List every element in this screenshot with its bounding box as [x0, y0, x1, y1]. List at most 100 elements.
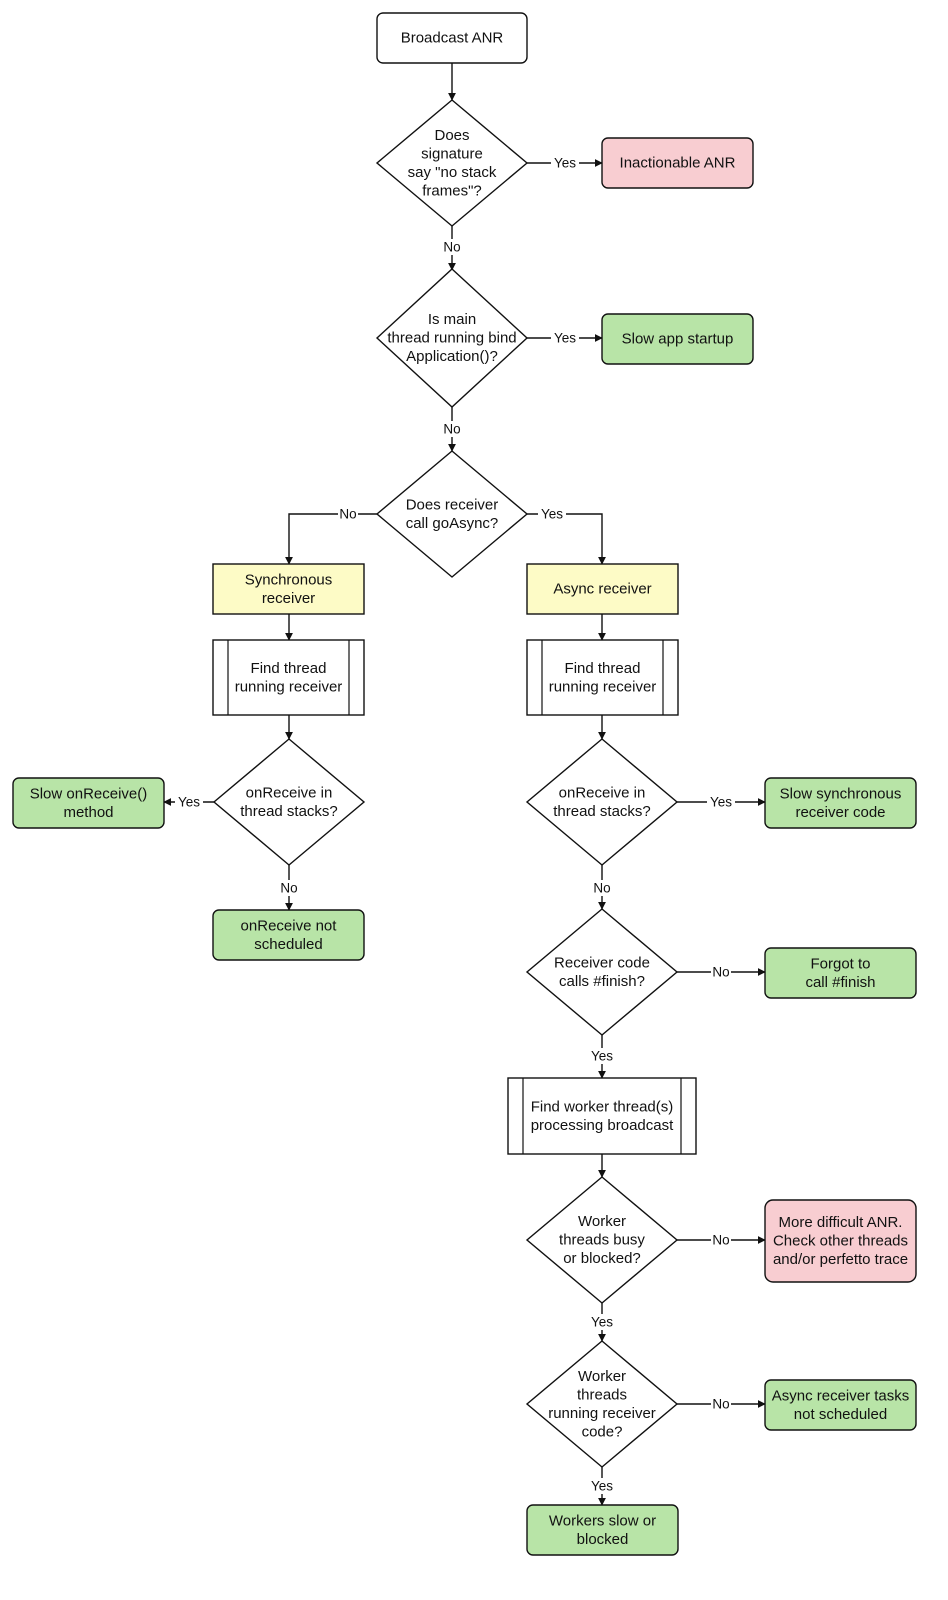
edge-label-bg — [442, 421, 462, 437]
edge-qasync-no: No — [592, 865, 612, 910]
edge-label-bg — [279, 880, 299, 896]
edge-label: Yes — [591, 1315, 613, 1330]
node-text-line: Find worker thread(s) — [531, 1098, 674, 1115]
node-text-line: receiver — [262, 590, 315, 607]
node-text-line: frames"? — [422, 182, 482, 199]
node-text-line: Worker — [578, 1213, 626, 1230]
node-text-line: or blocked? — [563, 1250, 641, 1267]
edge-label: Yes — [541, 507, 563, 522]
node-text-line: Forgot to — [810, 955, 870, 972]
edge-q3-no: No — [285, 506, 377, 565]
edge-finish-yes: Yes — [588, 1035, 616, 1079]
edge-label: Yes — [591, 1049, 613, 1064]
decision-diamond — [525, 1176, 679, 1304]
edge-label-bg — [442, 239, 462, 255]
node-box — [764, 1199, 917, 1283]
node-text-line: Async receiver — [553, 581, 651, 598]
decision-diamond — [375, 450, 529, 578]
node-text-line: thread stacks? — [553, 803, 651, 820]
node-find-worker: Find worker thread(s) processing broadcas… — [507, 1077, 697, 1155]
node-sync-receiver: Synchronous receiver — [212, 563, 365, 615]
edge-label: No — [339, 507, 356, 522]
node-text-line: Find thread — [251, 660, 327, 677]
edge-qasync-yes: Yes — [677, 794, 766, 810]
edge-label-bg — [588, 1314, 616, 1330]
edge-label: No — [280, 881, 297, 896]
edge-label-bg — [538, 506, 566, 522]
edge-busy-yes: Yes — [588, 1303, 616, 1342]
node-text-line: Does — [434, 127, 469, 144]
edge-label: No — [593, 881, 610, 896]
node-box — [212, 563, 365, 615]
edge-label: No — [443, 422, 460, 437]
edge-label-bg — [588, 1478, 616, 1494]
node-r-inactionable: Inactionable ANR — [601, 137, 754, 189]
node-text-line: Check other threads — [773, 1233, 908, 1250]
node-text-line: Slow app startup — [622, 331, 734, 348]
edge-line — [285, 513, 377, 565]
edge-label-bg — [551, 330, 579, 346]
node-text-line: say "no stack — [408, 164, 497, 181]
node-text-line: Slow synchronous — [780, 785, 902, 802]
edge-label-bg — [175, 794, 203, 810]
node-q-onreceive-async: onReceive in thread stacks? — [525, 738, 679, 866]
node-text-line: not scheduled — [794, 1406, 887, 1423]
node-text-line: Workers slow or — [549, 1512, 656, 1529]
node-text-line: Synchronous — [245, 571, 333, 588]
edge-q2-yes: Yes — [527, 330, 603, 346]
node-text-line: processing broadcast — [531, 1117, 674, 1134]
node-text-line: Broadcast ANR — [401, 30, 504, 47]
node-text-line: running receiver — [549, 678, 657, 695]
edge-label: Yes — [554, 156, 576, 171]
node-text-line: scheduled — [254, 936, 322, 953]
node-text-line: running receiver — [235, 678, 343, 695]
decision-diamond — [212, 738, 366, 866]
node-text-line: Worker — [578, 1368, 626, 1385]
node-text-line: code? — [582, 1423, 623, 1440]
edge-busy-no: No — [677, 1232, 766, 1248]
edge-running-yes: Yes — [588, 1467, 616, 1506]
edge-q2-no: No — [442, 407, 462, 452]
node-text-line: Does receiver — [406, 496, 499, 513]
edge-label: No — [443, 240, 460, 255]
node-text-line: threads busy — [559, 1232, 645, 1249]
node-text-line: onReceive in — [559, 784, 646, 801]
node-text-line: thread running bind — [387, 330, 516, 347]
node-text-line: receiver code — [795, 804, 885, 821]
edge-label: Yes — [591, 1479, 613, 1494]
edge-label: Yes — [710, 795, 732, 810]
node-text-line: Is main — [428, 311, 476, 328]
node-text-line: onReceive not — [241, 917, 338, 934]
node-box — [526, 563, 679, 615]
node-box — [212, 909, 365, 961]
node-r-difficult: More difficult ANR.Check other threadsan… — [764, 1199, 917, 1283]
edge-label-bg — [338, 506, 358, 522]
node-text-line: calls #finish? — [559, 973, 645, 990]
node-text-line: onReceive in — [246, 784, 333, 801]
edge-label: No — [712, 1233, 729, 1248]
edge-label: Yes — [554, 331, 576, 346]
node-r-slow-startup: Slow app startup — [601, 313, 754, 365]
edge-label-bg — [588, 1048, 616, 1064]
edge-q1-yes: Yes — [527, 155, 603, 171]
edge-label-bg — [711, 1232, 731, 1248]
node-text-line: Inactionable ANR — [620, 155, 736, 172]
node-q-calls-finish: Receiver code calls #finish? — [525, 908, 679, 1036]
decision-diamond — [375, 99, 529, 227]
edge-q1-no: No — [442, 226, 462, 271]
node-box — [212, 639, 365, 716]
decision-diamond — [525, 1340, 679, 1468]
edge-finish-no: No — [677, 964, 766, 980]
node-text-line: signature — [421, 145, 483, 162]
node-text-line: method — [63, 804, 113, 821]
node-text-line: Receiver code — [554, 954, 650, 971]
edge-label: No — [712, 1397, 729, 1412]
